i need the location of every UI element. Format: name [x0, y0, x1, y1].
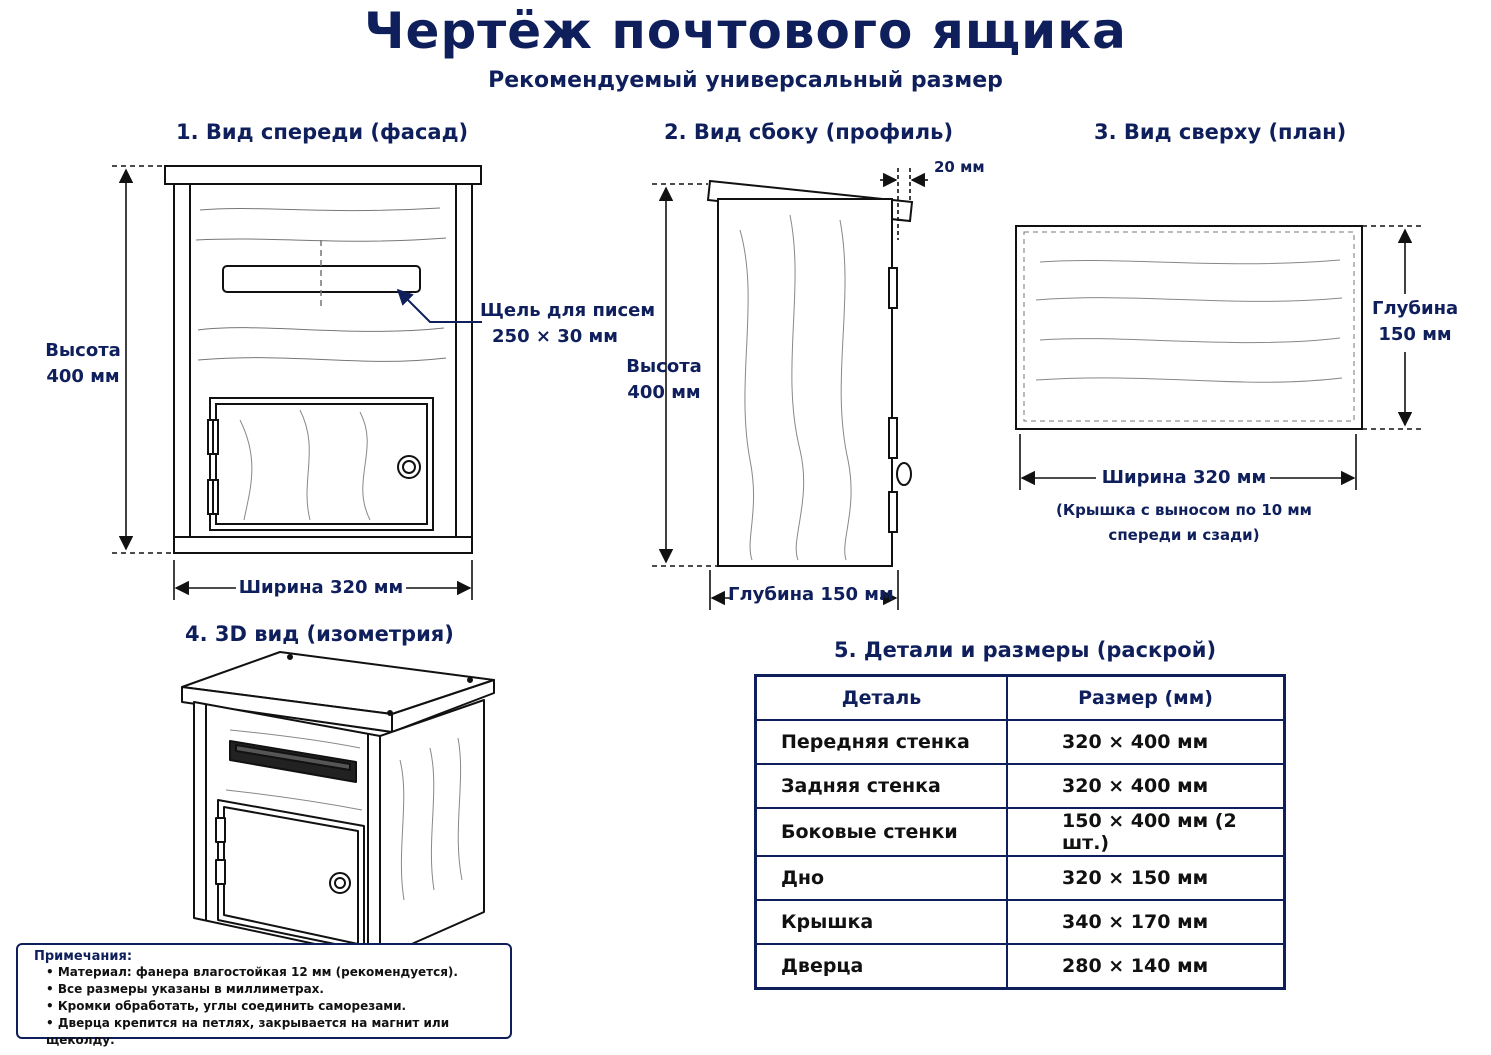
slot-label-title: Щель для писем [480, 300, 656, 321]
part-name: Задняя стенка [754, 763, 1008, 809]
top-depth-word: Глубина [1372, 298, 1459, 319]
table-row: Передняя стенка 320 × 400 мм [754, 719, 1286, 765]
iso-view-title: 4. 3D вид (изометрия) [185, 622, 454, 646]
part-size: 340 × 170 мм [1006, 899, 1286, 945]
slot-label: Щель для писем 250 × 30 мм [480, 298, 656, 350]
top-depth-label: Глубина 150 мм [1372, 296, 1458, 348]
side-view-dimensions [652, 168, 928, 610]
note-item: Все размеры указаны в миллиметрах. [46, 981, 502, 998]
side-height-label: Высота 400 мм [624, 354, 704, 406]
part-name: Боковые стенки [754, 807, 1008, 857]
side-height-word: Высота [626, 356, 702, 377]
table-row: Дно 320 × 150 мм [754, 855, 1286, 901]
parts-table: Деталь Размер (мм) Передняя стенка 320 ×… [754, 674, 1286, 990]
part-name: Крышка [754, 899, 1008, 945]
part-size: 280 × 140 мм [1006, 943, 1286, 990]
front-view-dimensions [112, 165, 473, 600]
lid-overhang-note: (Крышка с выносом по 10 мм спереди и сза… [1044, 498, 1324, 548]
front-view-title: 1. Вид спереди (фасад) [176, 120, 469, 144]
iso-view-drawing [181, 651, 495, 959]
notes-box: Примечания: Материал: фанера влагостойка… [16, 943, 512, 1047]
notes-title: Примечания: [34, 949, 133, 964]
table-row: Дверца 280 × 140 мм [754, 943, 1286, 990]
column-header-part: Деталь [754, 674, 1008, 721]
front-width-label: Ширина 320 мм [238, 577, 404, 598]
front-view-drawing [164, 165, 482, 554]
part-size: 320 × 150 мм [1006, 855, 1286, 901]
column-header-size: Размер (мм) [1006, 674, 1286, 721]
lid-note-line-2: спереди и сзади) [1108, 526, 1260, 544]
table-row: Крышка 340 × 170 мм [754, 899, 1286, 945]
front-height-label: Высота 400 мм [44, 338, 122, 390]
side-view-title: 2. Вид сбоку (профиль) [664, 120, 954, 144]
part-size: 320 × 400 мм [1006, 763, 1286, 809]
front-height-value: 400 мм [46, 366, 120, 387]
top-view-title: 3. Вид сверху (план) [1094, 120, 1347, 144]
top-view-dimensions [1019, 225, 1425, 490]
notes-list: Материал: фанера влагостойкая 12 мм (рек… [34, 964, 502, 1049]
note-item: Дверца крепится на петлях, закрывается н… [46, 1015, 502, 1049]
part-name: Дно [754, 855, 1008, 901]
table-header-row: Деталь Размер (мм) [754, 674, 1286, 721]
note-item: Кромки обработать, углы соединить саморе… [46, 998, 502, 1015]
part-size: 150 × 400 мм (2 шт.) [1006, 807, 1286, 857]
part-size: 320 × 400 мм [1006, 719, 1286, 765]
lid-note-line-1: (Крышка с выносом по 10 мм [1056, 501, 1312, 519]
side-height-value: 400 мм [627, 382, 701, 403]
top-width-label: Ширина 320 мм [1101, 467, 1267, 488]
table-row: Боковые стенки 150 × 400 мм (2 шт.) [754, 807, 1286, 857]
page-title: Чертёж почтового ящика [364, 2, 1127, 60]
part-name: Дверца [754, 943, 1008, 990]
part-name: Передняя стенка [754, 719, 1008, 765]
table-row: Задняя стенка 320 × 400 мм [754, 763, 1286, 809]
side-depth-label: Глубина 150 мм [728, 584, 894, 605]
top-view-drawing [1015, 225, 1363, 430]
parts-table-title: 5. Детали и размеры (раскрой) [834, 638, 1217, 662]
note-item: Материал: фанера влагостойкая 12 мм (рек… [46, 964, 502, 981]
page-subtitle: Рекомендуемый универсальный размер [488, 68, 1003, 93]
lid-overhang-label: 20 мм [934, 158, 985, 176]
top-depth-value: 150 мм [1378, 324, 1452, 345]
slot-label-size: 250 × 30 мм [492, 326, 618, 347]
side-view-drawing [706, 179, 914, 567]
front-height-word: Высота [45, 340, 121, 361]
